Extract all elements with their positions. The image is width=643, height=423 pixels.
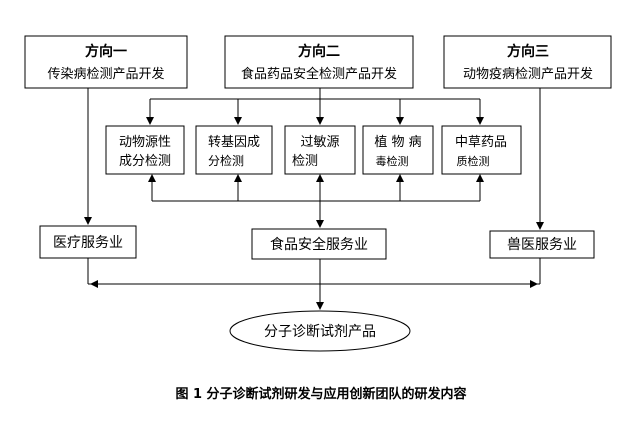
detection-box-3: 过敏源 检测 <box>284 125 356 175</box>
detection-box-1: 动物源性 成分检测 <box>105 125 185 175</box>
detection-1-line1: 动物源性 <box>119 135 171 150</box>
direction-box-1: 方向一 传染病检测产品开发 <box>24 35 188 89</box>
detection-box-2: 转基因成 分检测 <box>195 125 273 175</box>
industry-medical-label: 医疗服务业 <box>53 235 123 251</box>
detection-5-line2: 质检测 <box>457 154 490 168</box>
industry-box-food-safety: 食品安全服务业 <box>251 228 387 260</box>
industry-food-safety-label: 食品安全服务业 <box>270 236 368 253</box>
product-label: 分子诊断试剂产品 <box>264 324 376 340</box>
direction-1-subtitle: 传染病检测产品开发 <box>47 66 164 82</box>
detection-5-line1: 中草药品 <box>455 135 507 150</box>
figure-caption: 图 1 分子诊断试剂研发与应用创新团队的研发内容 <box>175 386 466 402</box>
detection-box-4: 植 物 病 毒检测 <box>362 125 434 175</box>
industry-box-medical: 医疗服务业 <box>39 225 137 259</box>
detection-2-line1: 转基因成 <box>208 135 260 150</box>
direction-2-subtitle: 食品药品安全检测产品开发 <box>241 66 397 82</box>
detection-1-line2: 成分检测 <box>119 154 171 169</box>
industry-veterinary-label: 兽医服务业 <box>507 237 577 253</box>
direction-3-subtitle: 动物疫病检测产品开发 <box>463 66 593 82</box>
detection-box-5: 中草药品 质检测 <box>441 125 522 175</box>
detection-3-line2: 检测 <box>292 154 318 169</box>
product-ellipse: 分子诊断试剂产品 <box>229 310 411 352</box>
direction-1-title: 方向一 <box>85 43 127 60</box>
detection-4-line1: 植 物 病 <box>374 135 421 150</box>
industry-box-veterinary: 兽医服务业 <box>489 230 595 259</box>
direction-3-title: 方向三 <box>507 43 549 60</box>
direction-2-title: 方向二 <box>298 43 340 60</box>
detection-2-line2: 分检测 <box>208 153 244 168</box>
direction-box-3: 方向三 动物疫病检测产品开发 <box>443 35 612 89</box>
detection-4-line2: 毒检测 <box>376 154 409 168</box>
detection-3-line1: 过敏源 <box>300 135 339 150</box>
direction-box-2: 方向二 食品药品安全检测产品开发 <box>224 35 414 89</box>
